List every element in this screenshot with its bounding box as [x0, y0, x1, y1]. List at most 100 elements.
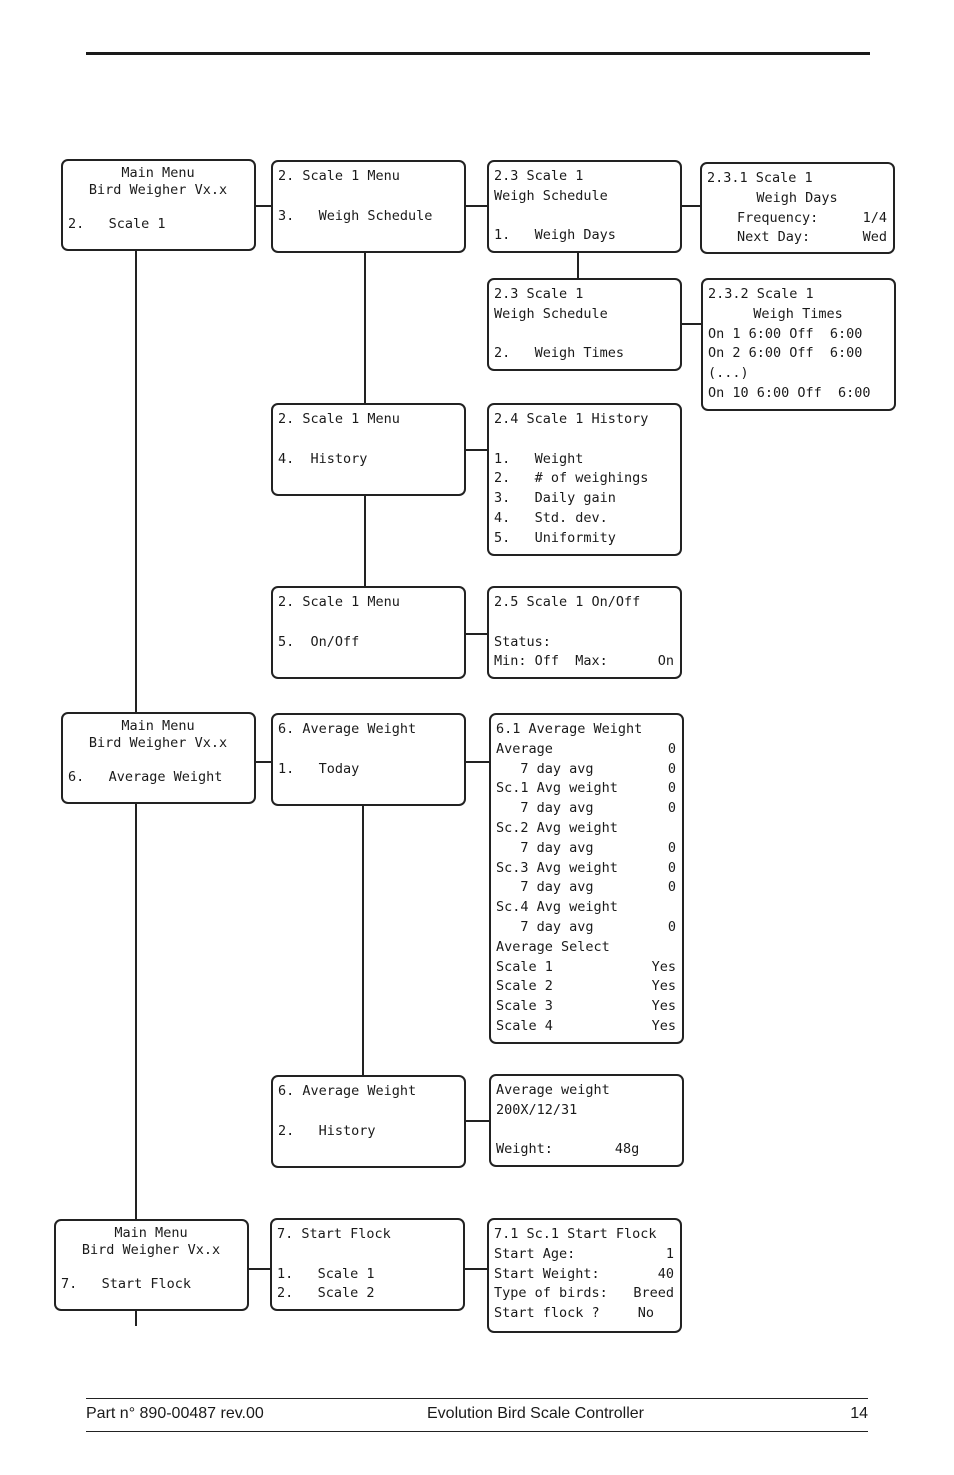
screen-scale1-menu-onoff: 2. Scale 1 Menu 5. On/Off: [271, 586, 466, 679]
screen-line: 2. # of weighings: [494, 470, 649, 487]
screen-line: 6. Average Weight: [278, 1083, 417, 1099]
footer-page-number: 14: [850, 1405, 868, 1422]
connector-horizontal: [465, 633, 488, 635]
connector-main-vertical: [135, 250, 137, 714]
screen-label: Weight:: [496, 1141, 553, 1158]
screen-line: 3. Daily gain: [494, 490, 616, 507]
screen-scale1-menu-weigh-schedule: 2. Scale 1 Menu 3. Weigh Schedule: [271, 160, 466, 253]
footer-title: Evolution Bird Scale Controller: [427, 1405, 644, 1422]
connector-menu-vertical: [364, 494, 366, 588]
screen-line: Weigh Days: [756, 189, 838, 206]
connector-horizontal: [465, 761, 490, 763]
screen-line: 2.3 Scale 1: [494, 168, 584, 184]
connector-horizontal: [464, 1268, 488, 1270]
screen-line: 7.1 Sc.1 Start Flock: [494, 1226, 657, 1242]
screen-line: Main Menu: [121, 165, 195, 181]
screen-value: Yes: [651, 958, 676, 975]
screen-line: Weigh Times: [753, 305, 843, 322]
connector-main-vertical: [135, 803, 137, 1222]
screen-line: 2. Weigh Times: [494, 345, 625, 362]
screen-value: 0: [667, 918, 676, 935]
screen-label: 7 day avg: [496, 879, 594, 896]
screen-line: 2. History: [278, 1122, 376, 1139]
screen-value: 1: [665, 1245, 674, 1262]
screen-label: Average: [496, 740, 553, 757]
screen-label: Start Age:: [494, 1245, 576, 1262]
screen-label: 7 day avg: [496, 760, 594, 777]
screen-line: 2.3 Scale 1: [494, 286, 584, 302]
connector-main-vertical: [135, 1310, 137, 1326]
screen-label: 7 day avg: [496, 800, 594, 817]
screen-label: 7 day avg: [496, 918, 594, 935]
screen-scale1-menu-history: 2. Scale 1 Menu 4. History: [271, 403, 466, 496]
screen-label: Min: Off Max:: [494, 653, 608, 670]
screen-line: On 10 6:00 Off 6:00: [708, 384, 871, 401]
screen-line: Bird Weigher Vx.x: [88, 735, 228, 751]
screen-line: 5. Uniformity: [494, 529, 616, 546]
connector-horizontal: [255, 761, 272, 763]
connector-schedule-vertical: [577, 252, 579, 280]
screen-line: Bird Weigher Vx.x: [81, 1242, 221, 1258]
connector-horizontal: [465, 205, 488, 207]
screen-value: 0: [667, 760, 676, 777]
top-rule: [86, 52, 870, 55]
screen-line: 2.4 Scale 1 History: [494, 411, 649, 427]
screen-value: Yes: [651, 1017, 676, 1034]
screen-line: 7. Start Flock: [61, 1276, 192, 1292]
screen-start-flock-detail: 7.1 Sc.1 Start Flock Start Age:1 Start W…: [487, 1218, 682, 1333]
screen-line: 1. Today: [278, 760, 360, 777]
screen-value: 48g: [614, 1141, 640, 1158]
screen-line: Main Menu: [121, 718, 195, 734]
screen-line: Status:: [494, 633, 551, 650]
screen-value: 0: [667, 800, 676, 817]
screen-weigh-schedule-days: 2.3 Scale 1 Weigh Schedule 1. Weigh Days: [487, 160, 682, 253]
screen-line: 2. Scale 1 Menu: [278, 411, 400, 427]
screen-line: (...): [708, 365, 749, 382]
screen-line: On 2 6:00 Off 6:00: [708, 345, 863, 362]
connector-horizontal: [465, 449, 488, 451]
screen-label: Frequency:: [737, 209, 819, 226]
screen-line: On 1 6:00 Off 6:00: [708, 325, 863, 342]
screen-label: Sc.1 Avg weight: [496, 780, 618, 797]
screen-value: 0: [667, 740, 676, 757]
screen-line: 4. Std. dev.: [494, 509, 608, 526]
screen-value: On: [657, 653, 674, 670]
screen-label: Scale 3: [496, 998, 553, 1015]
screen-value: Breed: [633, 1285, 674, 1302]
screen-label: Scale 1: [496, 958, 553, 975]
connector-horizontal: [681, 205, 702, 207]
screen-line: Average weight: [496, 1082, 610, 1098]
screen-average-weight-today: 6. Average Weight 1. Today: [271, 713, 466, 806]
footer-part-number: Part n° 890-00487 rev.00: [86, 1405, 264, 1422]
screen-line: 2. Scale 1 Menu: [278, 594, 400, 610]
screen-value: 1/4: [862, 209, 887, 226]
screen-value: Yes: [651, 998, 676, 1015]
screen-label: Average Select: [496, 938, 610, 955]
screen-line: 200X/12/31: [496, 1101, 578, 1118]
connector-menu-vertical: [364, 252, 366, 405]
screen-line: 2.3.2 Scale 1: [708, 286, 814, 302]
screen-line: 2. Scale 2: [277, 1285, 375, 1302]
screen-label: Scale 2: [496, 978, 553, 995]
screen-line: 5. On/Off: [278, 633, 360, 650]
screen-value: Yes: [651, 978, 676, 995]
screen-line: Weigh Schedule: [494, 305, 608, 322]
screen-scale1-onoff: 2.5 Scale 1 On/Off Status: Min: Off Max:…: [487, 586, 682, 679]
screen-line: Bird Weigher Vx.x: [88, 182, 228, 198]
screen-weigh-days: 2.3.1 Scale 1 Weigh Days Frequency:1/4 N…: [700, 162, 895, 254]
screen-label: Type of birds:: [494, 1285, 608, 1302]
screen-line: 1. Weigh Days: [494, 227, 616, 244]
connector-menu-vertical: [362, 805, 364, 1077]
screen-label: Scale 4: [496, 1017, 553, 1034]
screen-label: Sc.4 Avg weight: [496, 899, 618, 916]
screen-value: 0: [667, 859, 676, 876]
screen-value: 0: [667, 879, 676, 896]
connector-horizontal: [465, 1120, 490, 1122]
screen-weigh-times: 2.3.2 Scale 1 Weigh Times On 1 6:00 Off …: [701, 278, 896, 411]
screen-value: 0: [667, 780, 676, 797]
screen-main-menu-average-weight: Main Menu Bird Weigher Vx.x 6. Average W…: [61, 712, 256, 804]
screen-line: Weigh Schedule: [494, 187, 608, 204]
screen-line: 1. Weight: [494, 450, 584, 467]
screen-label: Next Day:: [737, 229, 811, 246]
